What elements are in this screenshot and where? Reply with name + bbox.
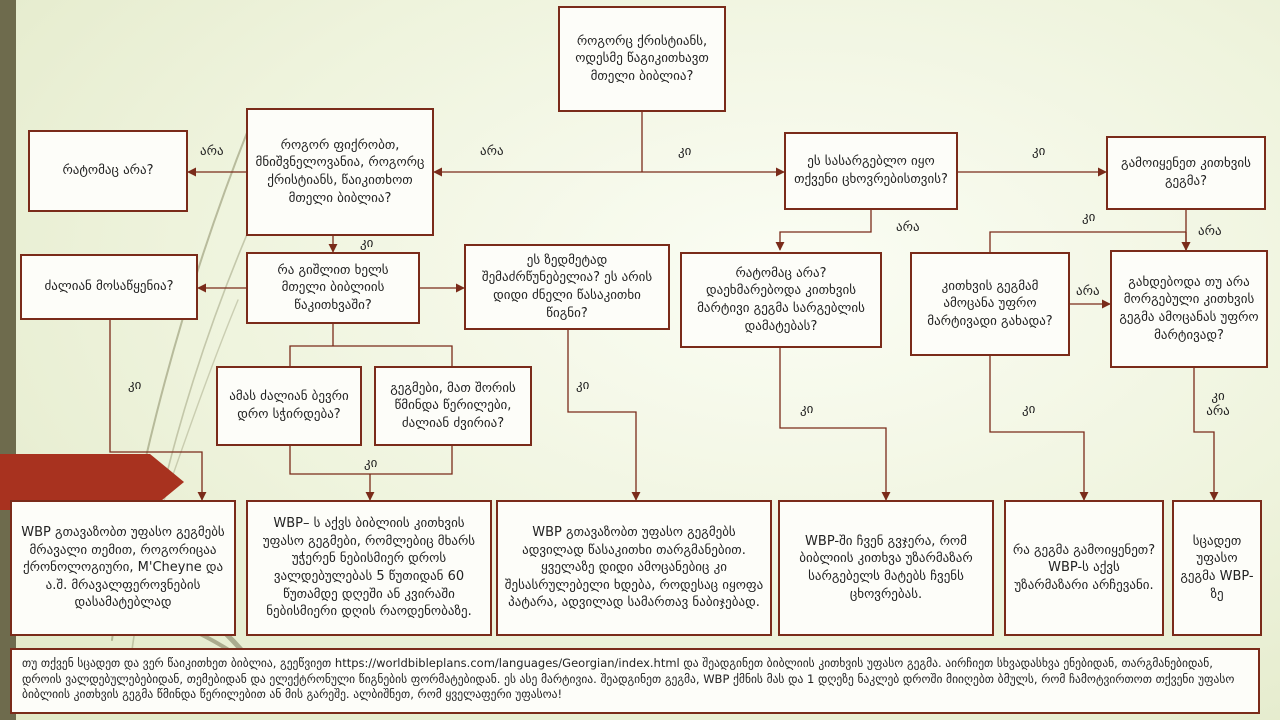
answer-try-free-plan: სცადეთ უფასო გეგმა WBP-ზე <box>1172 500 1262 636</box>
footer-instructions: თუ თქვენ სცადეთ და ვერ წაიკითხეთ ბიბლია,… <box>10 648 1260 714</box>
connector-useful-to-whynot-mid <box>775 210 872 251</box>
connector-hinders-branch <box>289 324 453 366</box>
label-no-plan: არა <box>1198 224 1222 239</box>
connector-overwhelming-to-translations <box>567 330 641 501</box>
connector-custom-to-try <box>1193 368 1219 501</box>
connector-whynot-mid-to-believe <box>779 348 891 501</box>
label-yes-important: კი <box>360 236 374 251</box>
footer-text: თუ თქვენ სცადეთ და ვერ წაიკითხეთ ბიბლია,… <box>22 656 1235 702</box>
question-too-overwhelming: ეს ზედმეტად შემაძრწუნებელია? ეს არის დიდ… <box>464 244 670 330</box>
label-yes-time: კი <box>364 456 378 471</box>
label-no-top: არა <box>480 144 504 159</box>
connector-boring-to-chrono <box>109 320 207 501</box>
answer-chronological-plans: WBP გთავაზობთ უფასო გეგმებს მრავალი თემი… <box>10 500 236 636</box>
question-was-it-useful: ეს სასარგებლო იყო თქვენი ცხოვრებისთვის? <box>784 132 958 210</box>
label-yes-plan: კი <box>1082 210 1096 225</box>
connector-time-down <box>289 446 453 475</box>
label-no-useful: არა <box>896 220 920 235</box>
question-used-reading-plan: გამოიყენეთ კითხვის გეგმა? <box>1106 136 1266 210</box>
label-yes-boring: კი <box>128 378 142 393</box>
question-takes-too-long: ამას ძალიან ბევრი დრო სჭირდება? <box>216 366 362 446</box>
label-no-easier: არა <box>1076 284 1100 299</box>
label-yes-overwhelming: კი <box>576 378 590 393</box>
connector-easier-to-which <box>989 356 1089 501</box>
question-what-hinders: რა გიშლით ხელს მთელი ბიბლიის წაკითხვაში? <box>246 252 420 324</box>
answer-we-believe: WBP-ში ჩვენ გვჯერა, რომ ბიბლიის კითხვა უ… <box>778 500 994 636</box>
question-plans-too-expensive: გეგმები, მათ შორის წმინდა წერილები, ძალი… <box>374 366 532 446</box>
label-yes-easier: კი <box>1022 402 1036 417</box>
label-yes-top: კი <box>678 144 692 159</box>
label-yes-useful: კი <box>1032 144 1046 159</box>
answer-which-plan: რა გეგმა გამოიყენეთ? WBP-ს აქვს უზარმაზა… <box>1004 500 1164 636</box>
question-plan-made-easier: კითხვის გეგმამ ამოცანა უფრო მარტივადი გა… <box>910 252 1070 356</box>
question-why-not-left: რატომაც არა? <box>28 130 188 212</box>
answer-free-plans-time: WBP– ს აქვს ბიბლიის კითხვის უფასო გეგმებ… <box>246 500 492 636</box>
question-why-not-middle: რატომაც არა? დაეხმარებოდა კითხვის მარტივ… <box>680 252 882 348</box>
question-is-it-important: როგორ ფიქრობთ, მნიშვნელოვანია, როგორც ქრ… <box>246 108 434 236</box>
question-read-whole-bible: როგორც ქრისტიანს, ოდესმე წაგიკითხავთ მთე… <box>558 6 726 112</box>
answer-easy-translations: WBP გთავაზობთ უფასო გეგმებს ადვილად წასა… <box>496 500 772 636</box>
question-too-boring: ძალიან მოსაწყენია? <box>20 254 198 320</box>
label-no-left: არა <box>200 144 224 159</box>
label-yes-whynot-mid: კი <box>800 402 814 417</box>
label-yes-no-custom: კი არა <box>1206 389 1230 419</box>
question-custom-plan-easier: გახდებოდა თუ არა მორგებული კითხვის გეგმა… <box>1110 250 1268 368</box>
